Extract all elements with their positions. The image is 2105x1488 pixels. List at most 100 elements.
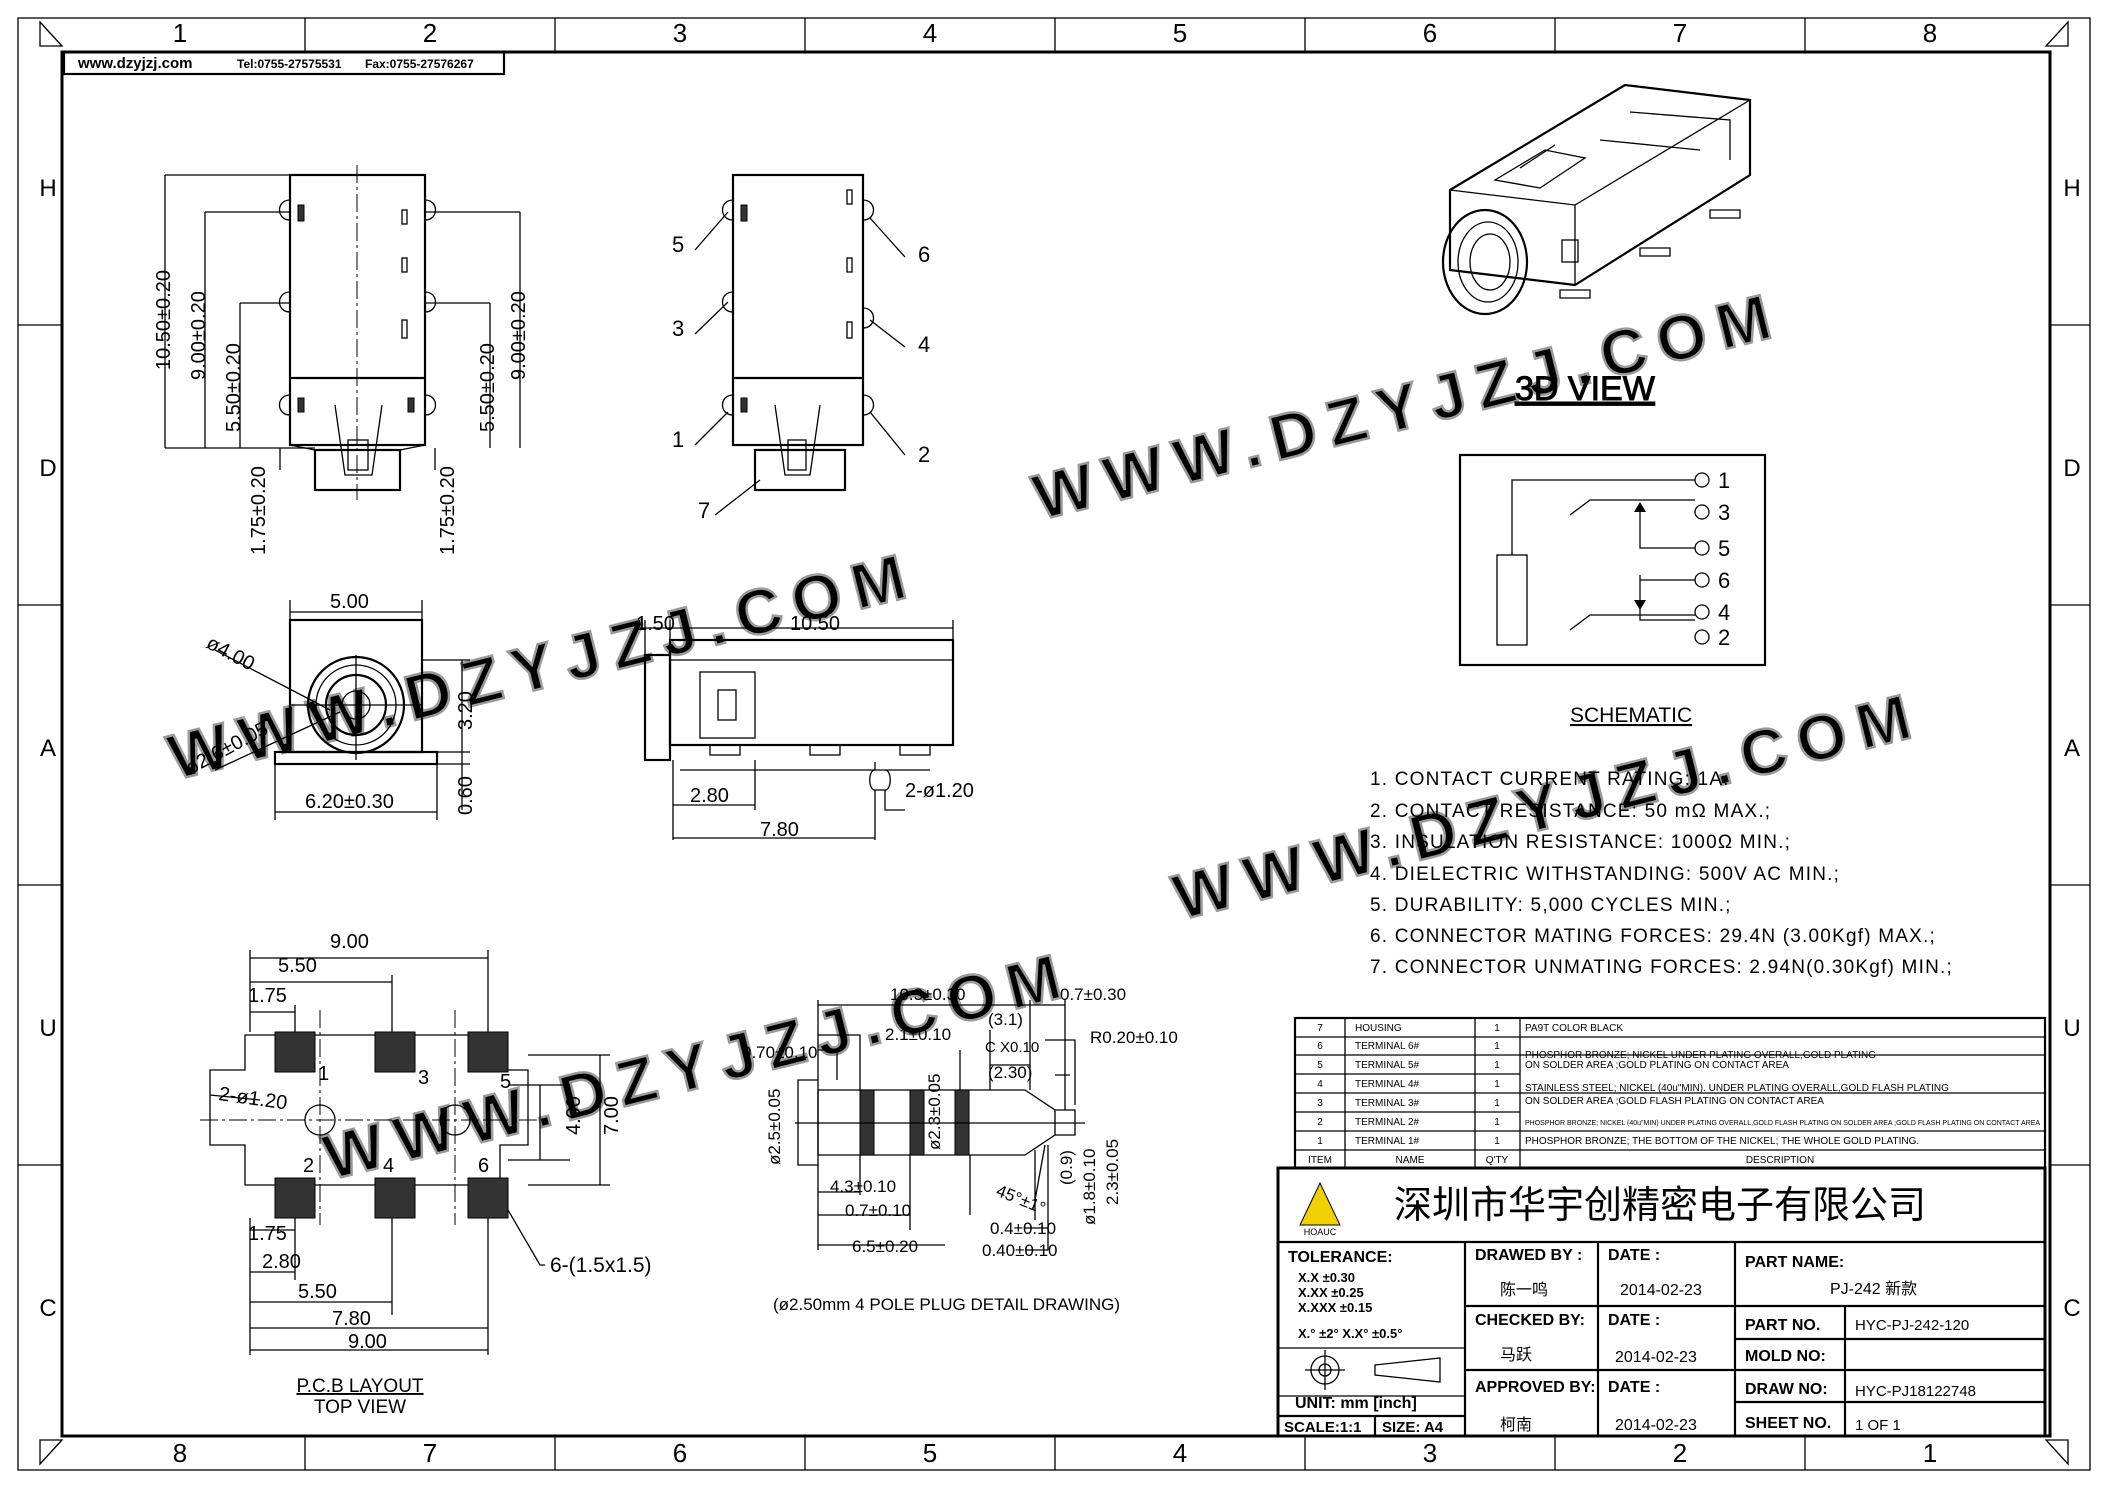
schematic-pin-5: 5	[1718, 536, 1730, 561]
pad-label-2: 2	[303, 1155, 314, 1177]
bom-header-name: NAME	[1396, 1155, 1425, 1166]
bom-header-qty: Q'TY	[1486, 1155, 1509, 1166]
plug-detail: 10.3±0.30 (3.1) 0.7±0.30 0.70±0.10 2.1±0…	[742, 985, 1178, 1314]
row-label: U	[39, 1015, 56, 1042]
tolerance-angles: X.° ±2° X.X° ±0.5°	[1298, 1326, 1402, 1341]
dim-2-3: 2.3±0.05	[1103, 1139, 1122, 1205]
column-label: 1	[1923, 1438, 1937, 1468]
corner-arrow-icon	[2044, 20, 2069, 47]
pin-label-3: 3	[672, 316, 684, 341]
dim-7-80: 7.80	[760, 819, 799, 841]
column-label: 3	[1423, 1438, 1437, 1468]
row-label: D	[39, 455, 56, 482]
dim-5-50-bottom: 5.50	[298, 1281, 337, 1303]
dim-9-00-bottom: 9.00	[348, 1331, 387, 1353]
pcb-layout-subtitle: TOP VIEW	[314, 1397, 406, 1418]
website-link[interactable]: www.dzyjzj.com	[77, 55, 192, 72]
plug-detail-caption: (ø2.50mm 4 POLE PLUG DETAIL DRAWING)	[773, 1295, 1120, 1314]
pad-label-6: 6	[478, 1155, 489, 1177]
spec-line: 4. DIELECTRIC WITHSTANDING: 500V AC MIN.…	[1370, 864, 1840, 885]
dim-7-00: 7.00	[601, 1096, 623, 1135]
column-label: 1	[173, 18, 187, 48]
dim-5-50-right: 5.50±0.20	[477, 343, 499, 432]
dim-phi-2-3: ø2.3±0.05	[925, 1074, 944, 1150]
view-3d-label: 3D VIEW	[1515, 370, 1655, 408]
date-label: DATE :	[1608, 1312, 1660, 1329]
corner-arrow-icon	[39, 20, 64, 47]
column-label: 5	[1173, 18, 1187, 48]
pin-label-2: 2	[918, 442, 930, 467]
schematic-pin-6: 6	[1718, 568, 1730, 593]
bom-qty: 1	[1494, 1098, 1500, 1109]
pin-label-5: 5	[672, 232, 684, 257]
dim-r020: R0.20±0.10	[1090, 1028, 1178, 1047]
date-label: DATE :	[1608, 1379, 1660, 1396]
arrow-up-icon	[1634, 502, 1646, 512]
spec-line: 1. CONTACT CURRENT RATING: 1A.	[1370, 769, 1730, 790]
bom-qty: 1	[1494, 1041, 1500, 1052]
dim-10-3: 10.3±0.30	[890, 985, 966, 1004]
sheet-no-label: SHEET NO.	[1745, 1415, 1831, 1432]
pcb-pad	[467, 1031, 509, 1073]
spec-line: 7. CONNECTOR UNMATING FORCES: 2.94N(0.30…	[1370, 957, 1953, 978]
spec-line: 6. CONNECTOR MATING FORCES: 29.4N (3.00K…	[1370, 926, 1936, 947]
dim-3-1: (3.1)	[988, 1010, 1023, 1029]
bom-item: 6	[1317, 1041, 1323, 1052]
dim-0-60: 0.60	[455, 776, 477, 815]
bom-table: 7 HOUSING 1 PA9T COLOR BLACK 6 TERMINAL …	[1293, 1016, 2047, 1170]
column-label: 4	[923, 18, 937, 48]
row-label: A	[40, 735, 56, 762]
pcb-pad	[467, 1177, 509, 1219]
bom-name: HOUSING	[1355, 1023, 1402, 1034]
dim-5-50-top: 5.50	[278, 955, 317, 977]
dim-1-75-left: 1.75±0.20	[248, 466, 270, 555]
pcb-pad	[374, 1031, 416, 1073]
title-block: HOAUC 深圳市华宇创精密电子有限公司 TOLERANCE: X.X ±0.3…	[1276, 1166, 2047, 1438]
part-no-value: HYC-PJ-242-120	[1855, 1317, 1969, 1334]
schematic: 1 3 5 6 4 2 SCHEMATIC	[1458, 453, 1767, 727]
bom-desc: PHOSPHOR BRONZE; NICKEL (40u"MIN) UNDER …	[1525, 1120, 2040, 1127]
bom-name: TERMINAL 6#	[1355, 1041, 1420, 1052]
company-name: 深圳市华宇创精密电子有限公司	[1394, 1185, 1926, 1227]
spec-line: 2. CONTACT RESISTANCE: 50 mΩ MAX.;	[1370, 801, 1771, 822]
column-label: 3	[673, 18, 687, 48]
part-name-value: PJ-242 新款	[1830, 1280, 1917, 1298]
column-labels-bottom: 8 7 6 5 4 3 2 1	[173, 1438, 1937, 1468]
schematic-pin-1: 1	[1718, 468, 1730, 493]
dim-7-80: 7.80	[332, 1308, 371, 1330]
pin-label-1: 1	[672, 427, 684, 452]
column-label: 8	[173, 1438, 187, 1468]
bom-item: 2	[1317, 1117, 1323, 1128]
drawing-frame	[17, 17, 2091, 1471]
dim-phi-4-00: ø4.00	[203, 632, 258, 675]
pin-label-4: 4	[918, 332, 930, 357]
bom-item: 3	[1317, 1098, 1323, 1109]
dim-0-9: (0.9)	[1057, 1150, 1076, 1185]
unit-label: UNIT: mm [inch]	[1295, 1395, 1417, 1412]
dim-0-70: 0.70±0.10	[742, 1043, 818, 1062]
pcb-pad	[374, 1177, 416, 1219]
column-label: 2	[423, 18, 437, 48]
column-label: 8	[1923, 18, 1937, 48]
drawn-by-label: DRAWED BY :	[1475, 1247, 1582, 1264]
row-label: D	[2063, 455, 2080, 482]
dim-0-7-bottom: 0.7±0.10	[845, 1201, 911, 1220]
tel-number: Tel:0755-27575531	[237, 57, 342, 71]
bom-qty: 1	[1494, 1060, 1500, 1071]
dim-9-00-left: 9.00±0.20	[188, 291, 210, 380]
drawn-by-value: 陈一鸣	[1500, 1281, 1548, 1299]
dim-2-phi-1-20: 2-ø1.20	[217, 1083, 288, 1114]
bom-name: TERMINAL 4#	[1355, 1079, 1420, 1090]
dim-9-00-top: 9.00	[330, 931, 369, 953]
tolerance-x: X.X ±0.30	[1298, 1270, 1355, 1285]
column-label: 5	[923, 1438, 937, 1468]
row-label: H	[39, 175, 56, 202]
draw-no-value: HYC-PJ18122748	[1855, 1383, 1976, 1400]
bom-qty: 1	[1494, 1117, 1500, 1128]
bom-desc: ON SOLDER AREA ;GOLD FLASH PLATING ON CO…	[1525, 1096, 1824, 1107]
bom-item: 5	[1317, 1060, 1323, 1071]
dim-10-50: 10.50	[790, 613, 840, 635]
schematic-pin-4: 4	[1718, 600, 1730, 625]
dim-1-75-bottom: 1.75	[248, 1223, 287, 1245]
